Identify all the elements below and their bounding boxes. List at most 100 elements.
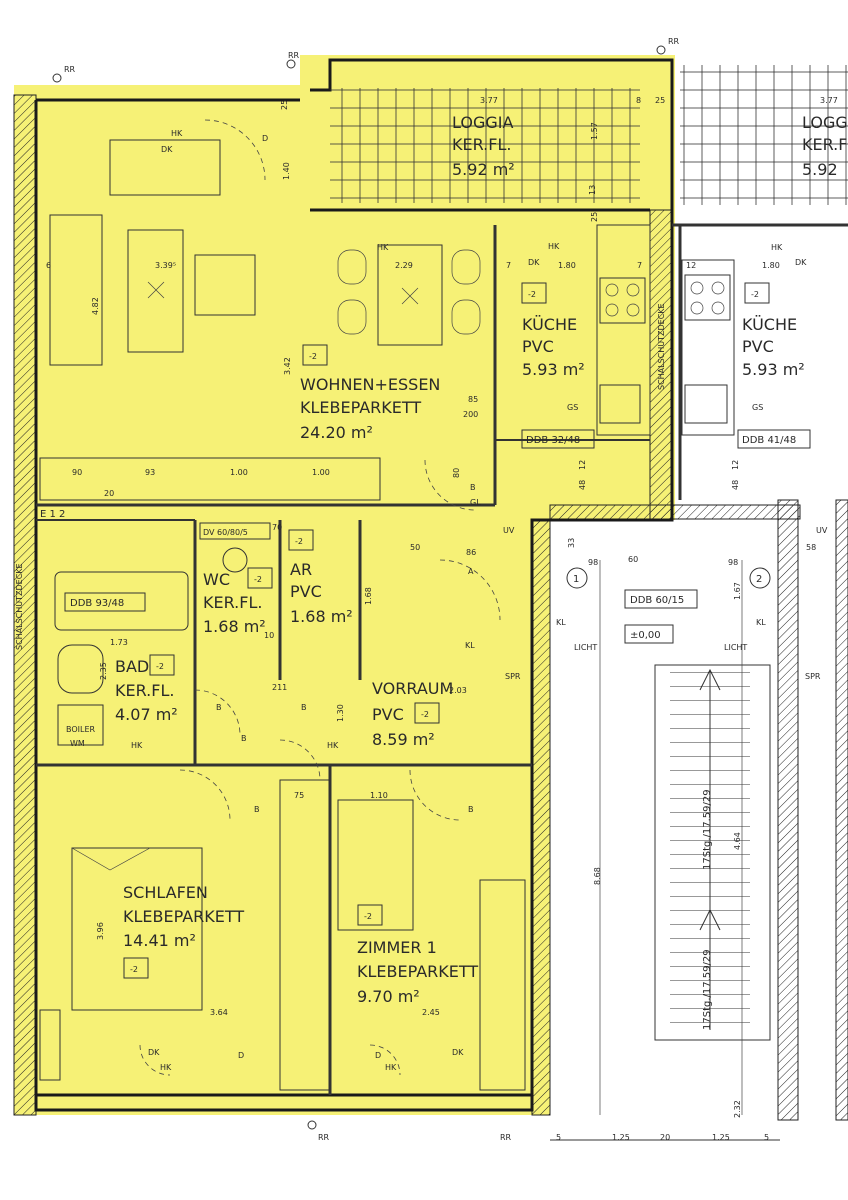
svg-text:4.64: 4.64	[733, 832, 742, 850]
schalschutz-label-2: SCHALSCHUTZDECKE	[657, 303, 666, 390]
svg-text:93: 93	[145, 468, 155, 477]
svg-text:211: 211	[272, 683, 287, 692]
right-wall-lower	[531, 519, 551, 1116]
svg-text:33: 33	[567, 538, 576, 548]
rr-marker-1: RR	[64, 65, 76, 74]
svg-text:3.42: 3.42	[283, 357, 292, 375]
kueche2-tag: -2	[751, 290, 759, 299]
stair-wall-right	[777, 499, 799, 1121]
ar-floor: PVC	[290, 582, 322, 601]
wohnen-tag: -2	[309, 352, 317, 361]
hk-marker-7: HK	[160, 1063, 172, 1072]
zimmer1-tag: -2	[364, 912, 372, 921]
kueche-area: 5.93 m²	[522, 360, 585, 379]
boiler	[57, 704, 104, 746]
svg-text:12: 12	[686, 261, 696, 270]
hk-marker: HK	[171, 129, 183, 138]
loggia2-tiles	[680, 65, 848, 205]
svg-text:13: 13	[588, 185, 597, 195]
svg-text:25: 25	[280, 100, 289, 110]
bad-area: 4.07 m²	[115, 705, 178, 724]
zimmer1-name: ZIMMER 1	[357, 938, 437, 957]
schalschutz-label: SCHALSCHUTZDECKE	[15, 563, 24, 650]
svg-text:70: 70	[272, 523, 282, 532]
dk-marker: DK	[161, 145, 173, 154]
bad-name: BAD	[115, 657, 149, 676]
kl-marker-3: KL	[756, 618, 766, 627]
rr-marker-5: RR	[500, 1133, 512, 1142]
bad-floor: KER.FL.	[115, 681, 174, 700]
gl-marker: GL	[470, 498, 481, 507]
kueche-name: KÜCHE	[522, 315, 577, 334]
a-marker: A	[468, 567, 474, 576]
wc-bowl	[222, 547, 248, 573]
wc-name: WC	[203, 570, 230, 589]
svg-text:90: 90	[72, 468, 82, 477]
ar-name: AR	[290, 560, 312, 579]
svg-text:20: 20	[104, 489, 114, 498]
hk-marker-2: HK	[377, 243, 389, 252]
loggia-area: 5.92 m²	[452, 160, 515, 179]
far-right-wall	[835, 499, 848, 1121]
dimensions: 3.77 3.77 3.39⁵ 2.29 1.80 1.80 4.82 3.42…	[46, 96, 838, 1142]
d-marker-2: D	[238, 1051, 244, 1060]
schlafen-tag: -2	[130, 965, 138, 974]
svg-text:2.45: 2.45	[422, 1008, 440, 1017]
svg-text:5: 5	[764, 1133, 769, 1142]
kl-marker-2: KL	[556, 618, 566, 627]
loggia2-floor: KER.F	[802, 135, 847, 154]
dining-table	[377, 244, 443, 346]
dk-marker-5: DK	[452, 1048, 464, 1057]
d-marker-3: D	[375, 1051, 381, 1060]
gs-marker-2: GS	[752, 403, 763, 412]
e12-label: E 1 2	[40, 509, 65, 520]
zimmer1-area: 9.70 m²	[357, 987, 420, 1006]
svg-text:3.77: 3.77	[480, 96, 498, 105]
stair-circle-2	[749, 567, 771, 589]
svg-text:5: 5	[556, 1133, 561, 1142]
vorraum-floor: PVC	[372, 705, 404, 724]
rr-marker-3: RR	[668, 37, 680, 46]
svg-text:3.64: 3.64	[210, 1008, 228, 1017]
hk-marker-8: HK	[385, 1063, 397, 1072]
svg-text:1.30: 1.30	[336, 704, 345, 722]
kueche2-floor: PVC	[742, 337, 774, 356]
stair-top-wall	[549, 504, 801, 520]
svg-text:1.25: 1.25	[712, 1133, 730, 1142]
stair-run-1: 17Stg./17.59/29	[702, 789, 713, 870]
kueche-stove	[599, 277, 646, 324]
gs-marker: GS	[567, 403, 578, 412]
sofa-side	[49, 214, 103, 366]
svg-text:3.39⁵: 3.39⁵	[155, 261, 176, 270]
b-marker-4: B	[241, 734, 247, 743]
svg-text:2.32: 2.32	[733, 1100, 742, 1118]
circle-1-label: 1	[573, 574, 579, 585]
kueche-sink	[599, 384, 641, 424]
svg-text:85: 85	[468, 395, 478, 404]
loggia-name: LOGGIA	[452, 113, 513, 132]
tag-boxes	[64, 282, 811, 979]
licht-marker: LICHT	[574, 643, 597, 652]
hk-marker-5: HK	[327, 741, 339, 750]
door-swings	[139, 119, 501, 1076]
uv-marker: UV	[503, 526, 515, 535]
vorraum-area: 8.59 m²	[372, 730, 435, 749]
vorraum-tag: -2	[421, 710, 429, 719]
svg-text:50: 50	[410, 543, 420, 552]
dk-marker-4: DK	[148, 1048, 160, 1057]
svg-text:1.67: 1.67	[733, 582, 742, 600]
rr-marker-4: RR	[318, 1133, 330, 1142]
b-marker-3: B	[301, 703, 307, 712]
apartment-highlight	[14, 55, 675, 1115]
ddb-stair: DDB 60/15	[630, 595, 684, 606]
b-marker-1: B	[470, 483, 476, 492]
hk-marker-6: HK	[131, 741, 143, 750]
b-marker-6: B	[468, 805, 474, 814]
desk	[479, 879, 526, 1091]
svg-text:10: 10	[264, 631, 274, 640]
schlafen-name: SCHLAFEN	[123, 883, 208, 902]
svg-text:8.68: 8.68	[593, 867, 602, 885]
coffee-table	[127, 229, 184, 353]
svg-text:4.82: 4.82	[91, 297, 100, 315]
double-bed	[71, 847, 203, 1011]
